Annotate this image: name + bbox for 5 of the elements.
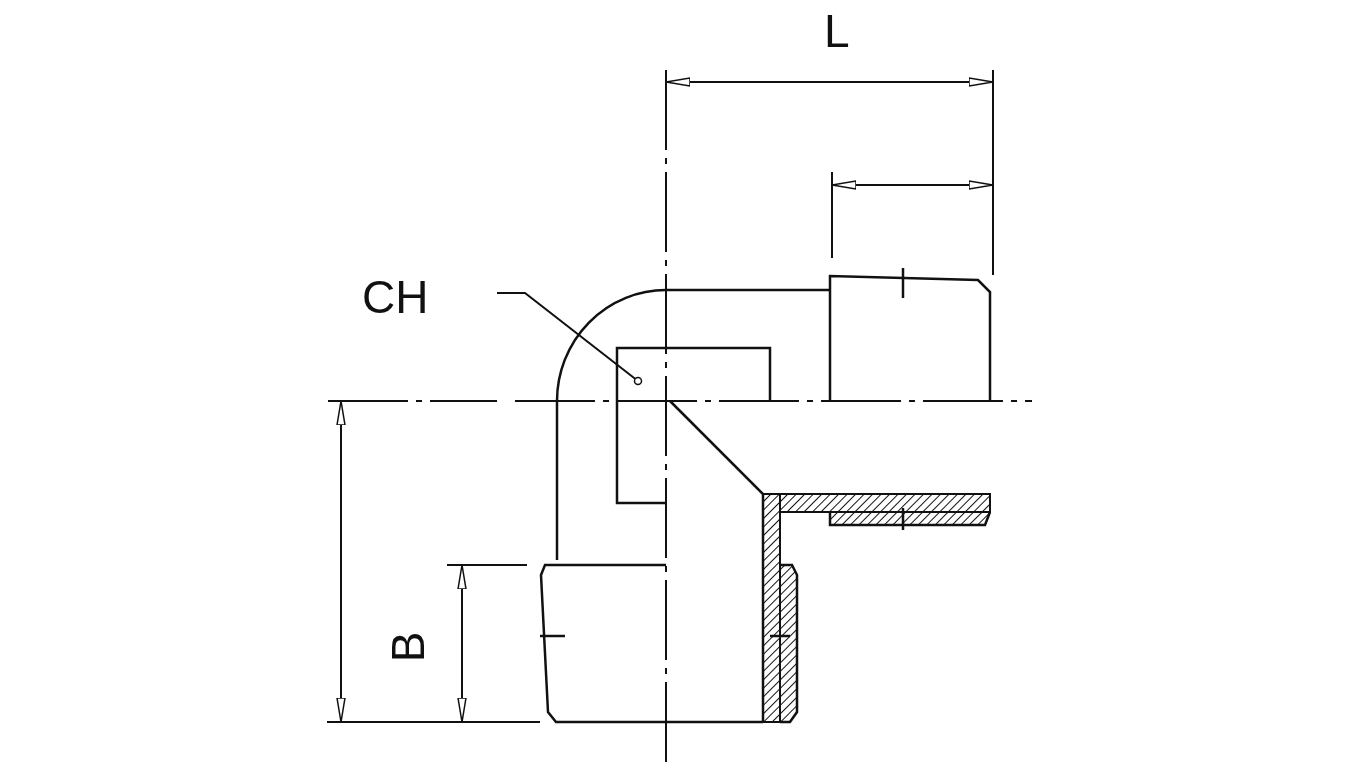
part-label: CH <box>362 272 429 322</box>
hex-flat-outline <box>615 346 772 401</box>
dimension-label: B <box>383 631 434 663</box>
dimension-label: L <box>824 6 850 56</box>
leader-line <box>496 292 643 386</box>
